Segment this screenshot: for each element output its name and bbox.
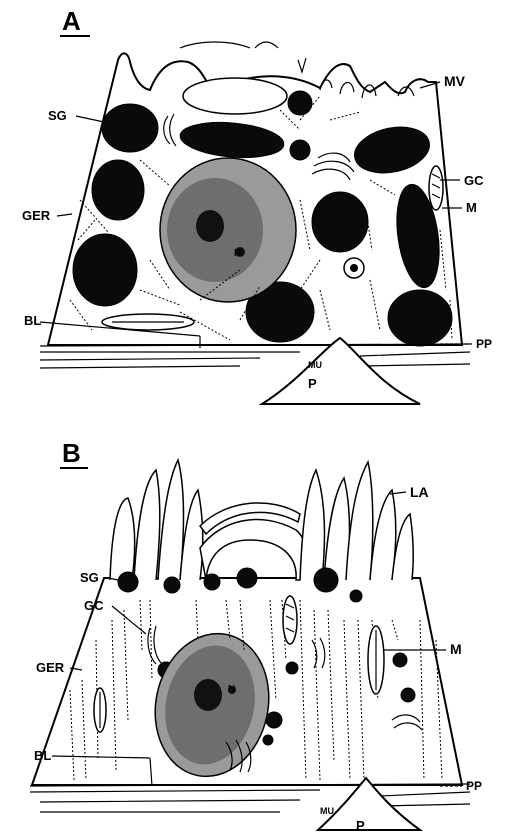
label-bl-b: BL <box>34 748 51 763</box>
secretory-granule-a <box>288 91 312 115</box>
secretory-granule-b <box>286 662 298 674</box>
label-n-a: N <box>234 248 241 259</box>
secretory-granule-b <box>237 568 257 588</box>
label-m-a: M <box>466 200 477 215</box>
secretory-granule-b <box>204 574 220 590</box>
label-gc-b: GC <box>84 598 104 613</box>
secretory-granule-a <box>290 140 310 160</box>
secretory-granule-b <box>314 568 338 592</box>
secretory-granule-b <box>263 735 273 745</box>
label-gc-a: GC <box>464 173 484 188</box>
muscle-layer-b <box>40 800 300 812</box>
label-ger-a: GER <box>22 208 51 223</box>
nucleus-a <box>160 158 296 302</box>
label-p-a: P <box>308 376 317 391</box>
label-pp-b: PP <box>466 779 482 793</box>
label-la-b: LA <box>410 484 429 500</box>
label-sg-b: SG <box>80 570 99 585</box>
secretory-granule-b <box>164 577 180 593</box>
secretory-granule-a <box>102 104 158 152</box>
panel-b: B <box>30 438 482 833</box>
label-mu-a: MU <box>308 360 322 370</box>
mitochondrion-a <box>102 314 194 330</box>
secretory-granule-a <box>92 160 144 220</box>
label-mv-a: MV <box>444 73 466 89</box>
leader-sg-a <box>76 116 104 122</box>
secretory-granule-b <box>350 590 362 602</box>
mitochondrion-b <box>94 688 106 732</box>
label-n-b: N <box>228 684 235 695</box>
label-m-b: M <box>450 641 462 657</box>
panel-letter-b: B <box>62 438 81 468</box>
label-mu-b: MU <box>320 806 334 816</box>
lateral-appendages-b <box>110 460 413 580</box>
mitochondrion-a <box>344 258 364 278</box>
microvillus-a <box>180 42 250 48</box>
secretory-granule-b <box>266 712 282 728</box>
secretory-granule-b <box>401 688 415 702</box>
muscle-layer-a <box>360 352 470 366</box>
microvillus-a <box>298 58 306 72</box>
label-ger-b: GER <box>36 660 65 675</box>
secretory-granule-b <box>393 653 407 667</box>
mitochondrion-b <box>283 596 297 644</box>
label-pp-a: PP <box>476 337 492 351</box>
label-p-b: P <box>356 818 365 833</box>
pillar-cell-a <box>262 338 420 404</box>
vacuole-a <box>183 78 287 114</box>
label-bl-a: BL <box>24 313 41 328</box>
basal-lamina-b <box>30 790 320 792</box>
mitochondrion-b <box>368 626 384 694</box>
secretory-granule-b <box>118 572 138 592</box>
muscle-layer-a <box>40 358 260 368</box>
secretory-granule-a <box>312 192 368 252</box>
leader-ger-a <box>57 214 72 216</box>
microvillus-a <box>255 42 278 48</box>
panel-letter-a: A <box>62 6 81 36</box>
panel-a: A <box>22 6 492 404</box>
label-sg-a: SG <box>48 108 67 123</box>
muscle-layer-b <box>380 792 470 806</box>
secretory-granule-a <box>73 234 137 306</box>
secretory-granule-a <box>388 290 452 346</box>
mitochondrion-a <box>429 166 443 210</box>
